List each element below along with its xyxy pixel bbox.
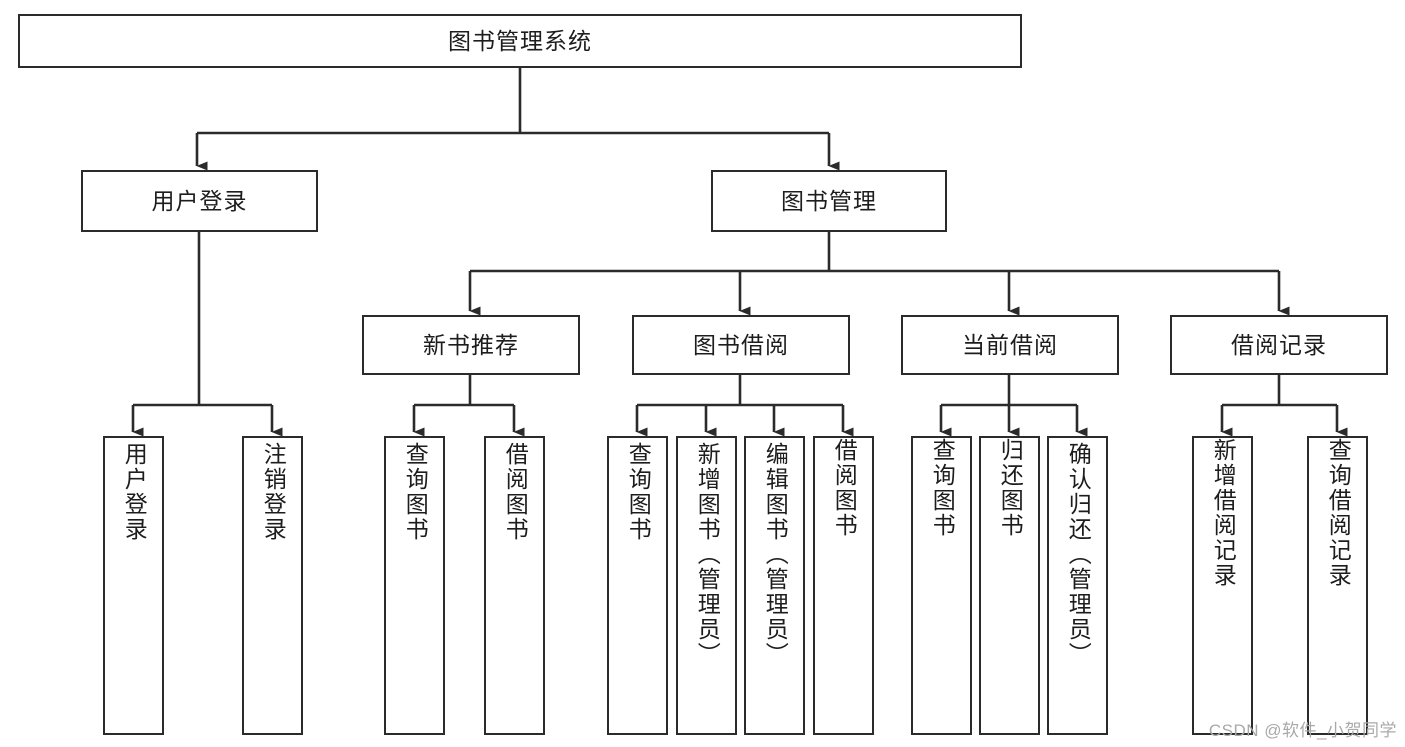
node-root-label: 图书管理系统 <box>448 27 592 54</box>
csdn-watermark: CSDN @软件_小贺同学 <box>1208 721 1397 740</box>
node-book-management-label: 图书管理 <box>781 187 877 214</box>
leaf-borrow-book[interactable]: 借阅图书 <box>813 436 874 735</box>
leaf-confirm-return-admin[interactable]: 确认归还（管理员） <box>1047 436 1108 735</box>
node-book-borrow[interactable]: 图书借阅 <box>632 315 850 375</box>
node-current-borrow-label: 当前借阅 <box>962 331 1058 358</box>
leaf-edit-book-admin[interactable]: 编辑图书（管理员） <box>744 436 805 735</box>
leaf-return-book-label: 归还图书 <box>997 438 1024 538</box>
leaf-borrow-book-recommend-label: 借阅图书 <box>502 442 529 542</box>
leaf-user-login-label: 用户登录 <box>121 442 148 542</box>
leaf-logout-label: 注销登录 <box>260 442 287 542</box>
leaf-return-book[interactable]: 归还图书 <box>979 436 1040 735</box>
leaf-borrow-book-label: 借阅图书 <box>831 438 858 538</box>
leaf-query-borrow-record[interactable]: 查询借阅记录 <box>1307 436 1368 735</box>
leaf-query-book-recommend[interactable]: 查询图书 <box>384 436 445 735</box>
node-current-borrow[interactable]: 当前借阅 <box>901 315 1119 375</box>
leaf-user-login[interactable]: 用户登录 <box>103 436 164 735</box>
node-new-book-recommend[interactable]: 新书推荐 <box>362 315 580 375</box>
node-user-login-label: 用户登录 <box>151 187 248 214</box>
leaf-add-book-admin[interactable]: 新增图书（管理员） <box>676 436 737 735</box>
node-user-login[interactable]: 用户登录 <box>81 170 318 232</box>
node-borrow-record-label: 借阅记录 <box>1231 331 1327 358</box>
leaf-add-book-admin-label: 新增图书（管理员） <box>694 442 721 667</box>
leaf-add-borrow-record-label: 新增借阅记录 <box>1210 438 1237 588</box>
leaf-query-book-current[interactable]: 查询图书 <box>911 436 972 735</box>
leaf-confirm-return-admin-label: 确认归还（管理员） <box>1065 442 1092 667</box>
node-new-book-recommend-label: 新书推荐 <box>423 331 519 358</box>
leaf-query-book-borrow-label: 查询图书 <box>625 442 652 542</box>
leaf-logout[interactable]: 注销登录 <box>242 436 303 735</box>
node-borrow-record[interactable]: 借阅记录 <box>1170 315 1388 375</box>
leaf-add-borrow-record[interactable]: 新增借阅记录 <box>1192 436 1253 735</box>
node-book-management[interactable]: 图书管理 <box>711 170 947 232</box>
leaf-query-borrow-record-label: 查询借阅记录 <box>1325 438 1352 588</box>
leaf-edit-book-admin-label: 编辑图书（管理员） <box>762 442 789 667</box>
leaf-query-book-current-label: 查询图书 <box>929 438 956 538</box>
leaf-query-book-borrow[interactable]: 查询图书 <box>607 436 668 735</box>
leaf-borrow-book-recommend[interactable]: 借阅图书 <box>484 436 545 735</box>
leaf-query-book-recommend-label: 查询图书 <box>402 442 429 542</box>
node-root[interactable]: 图书管理系统 <box>18 14 1022 68</box>
node-book-borrow-label: 图书借阅 <box>693 331 789 358</box>
